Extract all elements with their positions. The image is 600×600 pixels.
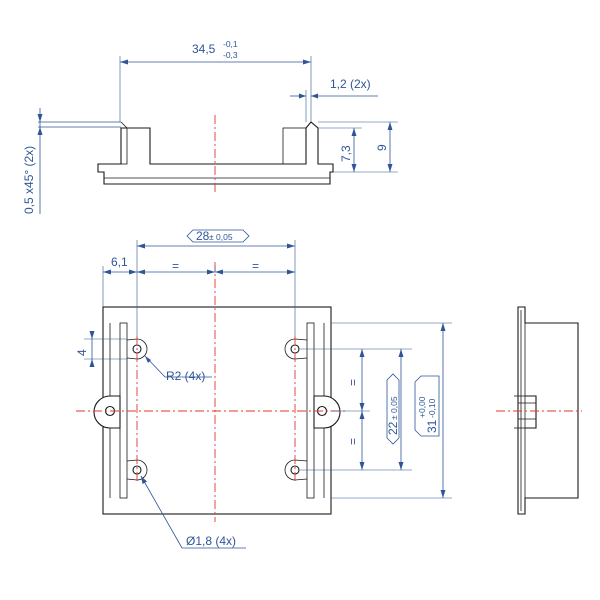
hole-spacing-tolerance: ± 0,05 bbox=[209, 232, 233, 242]
hole-spacing-label: 28 bbox=[196, 229, 210, 243]
total-height-label: 9 bbox=[375, 144, 389, 151]
right-tab bbox=[313, 395, 341, 429]
front-view: 28 ± 0,05 6,1 = = 4 R2 (4x) Ø1,8 (4x) bbox=[75, 229, 452, 549]
left-rib-front bbox=[119, 322, 128, 499]
overall-height-upper-tol: +0,00 bbox=[417, 396, 427, 418]
overall-height-tag bbox=[414, 375, 440, 437]
overall-height-lower-tol: -0,10 bbox=[427, 398, 437, 418]
equal-right-label: = bbox=[252, 259, 259, 273]
overall-height-label: 31 bbox=[425, 419, 439, 433]
vertical-spacing-tolerance: ± 0,05 bbox=[389, 396, 399, 420]
side-view-outline bbox=[517, 306, 579, 515]
equal-left-label: = bbox=[172, 259, 179, 273]
vertical-spacing-tag bbox=[386, 373, 400, 445]
radius-label: R2 (4x) bbox=[166, 369, 205, 383]
hole-diameter-leader bbox=[140, 475, 183, 549]
left-chamfer bbox=[120, 121, 128, 129]
notch-depth-label: 4 bbox=[75, 349, 89, 356]
rib-height-label: 7,3 bbox=[339, 145, 353, 162]
hole-spacing-tag bbox=[186, 229, 250, 243]
chamfer-label: 0,5 x45° (2x) bbox=[22, 146, 36, 214]
overall-width-upper-tol: -0,1 bbox=[223, 39, 238, 49]
rib-thickness-label: 1,2 (2x) bbox=[330, 77, 371, 91]
edge-offset-label: 6,1 bbox=[111, 255, 128, 269]
side-view bbox=[496, 306, 582, 515]
equal-upper-label: = bbox=[346, 379, 360, 386]
vertical-spacing-label: 22 bbox=[386, 421, 400, 435]
equal-lower-label: = bbox=[346, 438, 360, 445]
right-boss bbox=[282, 127, 307, 165]
top-view-outline bbox=[97, 121, 334, 185]
overall-width-lower-tol: -0,3 bbox=[223, 50, 238, 60]
overall-width-label: 34,5 bbox=[192, 42, 216, 56]
mounting-holes bbox=[126, 338, 308, 481]
top-view: 34,5 -0,1 -0,3 1,2 (2x) 7,3 9 0,5 x45° (… bbox=[22, 39, 398, 214]
side-view-tab bbox=[525, 395, 537, 429]
hole-diameter-label: Ø1,8 (4x) bbox=[186, 534, 236, 548]
left-rib bbox=[120, 127, 128, 165]
left-tab bbox=[93, 395, 121, 429]
